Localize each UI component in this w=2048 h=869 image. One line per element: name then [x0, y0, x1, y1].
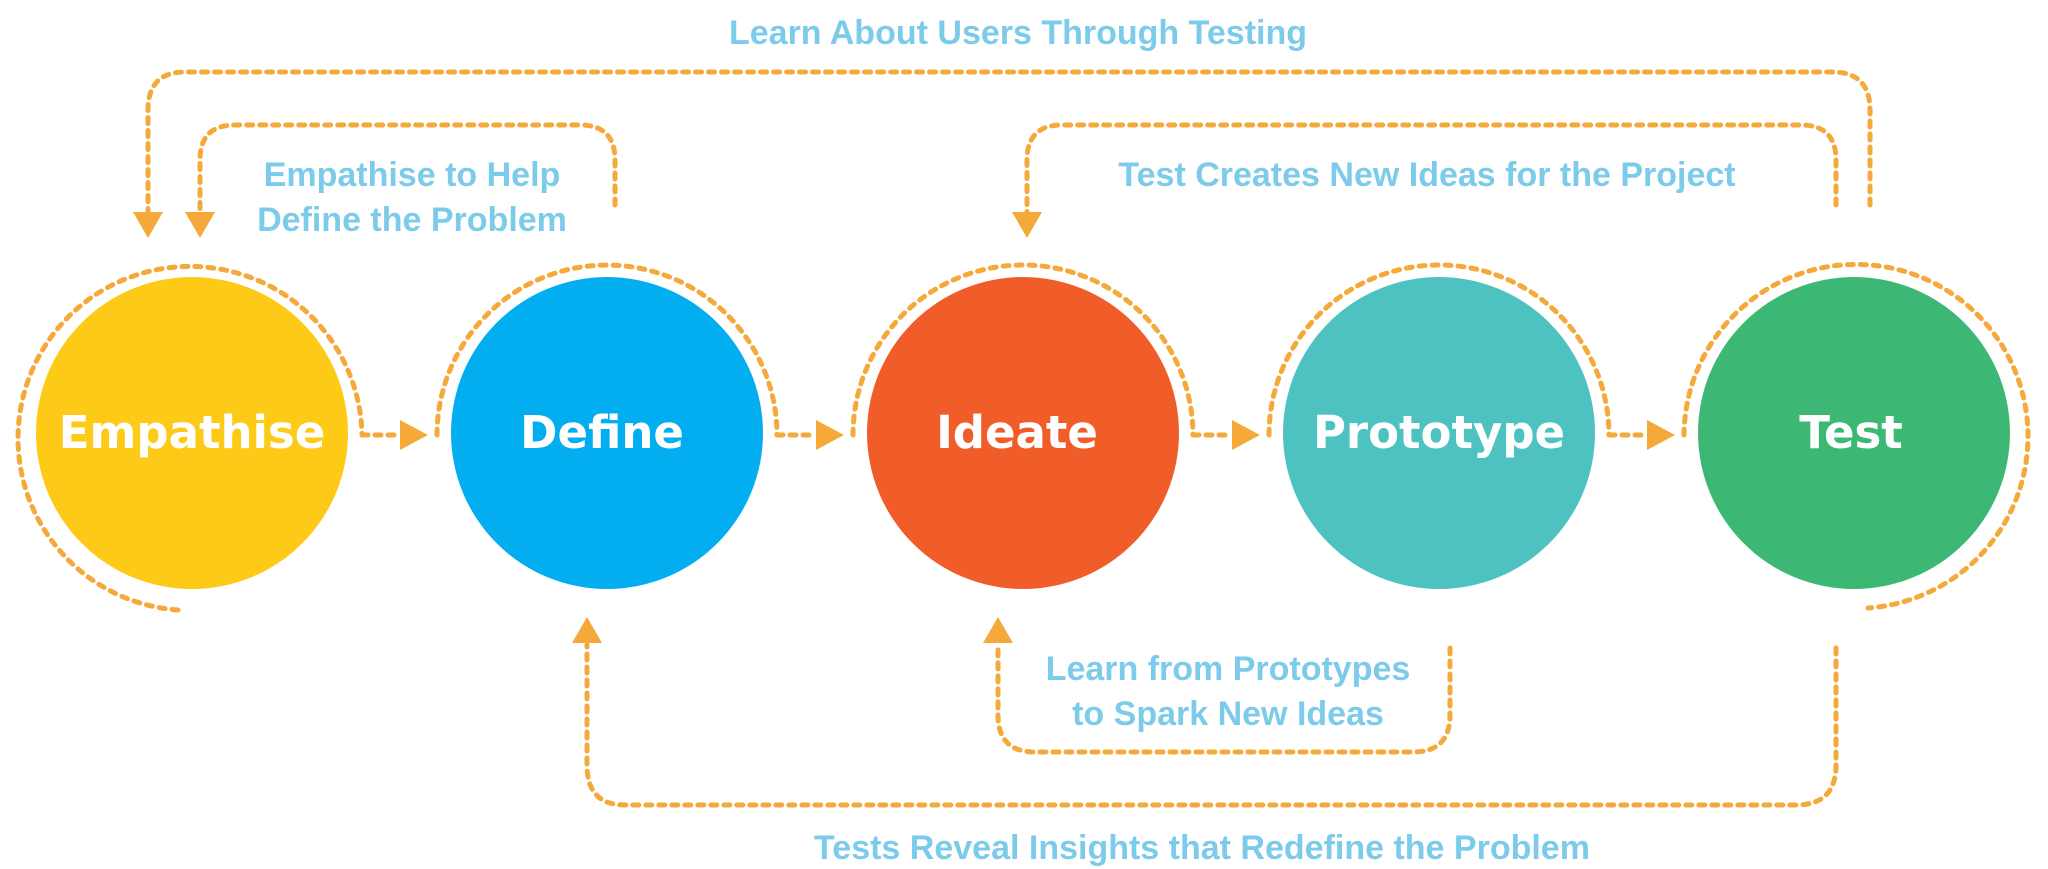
- feedback-loop-tests-reveal: [572, 617, 1839, 808]
- arc-test: [1681, 261, 2031, 611]
- arrow-to-test-icon: [1647, 420, 1675, 450]
- stage-label-empathise: Empathise: [59, 406, 325, 459]
- loop-path-empathise-define: [197, 122, 618, 215]
- label-empathise-define-line1: Empathise to Help: [264, 156, 561, 194]
- label-tests-reveal: Tests Reveal Insights that Redefine the …: [814, 829, 1590, 867]
- stage-circle-define: [451, 277, 763, 589]
- stage-test: Test: [1698, 277, 2010, 589]
- arc-prototype: [1266, 262, 1612, 438]
- forward-connectors: [359, 420, 1675, 450]
- arrow-to-empathise-inner-icon: [185, 212, 215, 238]
- arc-empathise: [15, 264, 365, 613]
- loop-path-learn-prototypes: [995, 642, 1453, 755]
- label-empathise-define-line2: Define the Problem: [257, 201, 567, 239]
- stage-prototype: Prototype: [1283, 277, 1595, 589]
- stage-circle-prototype: [1283, 277, 1595, 589]
- stage-label-define: Define: [520, 406, 684, 459]
- arrow-to-define-from-test-icon: [572, 617, 602, 643]
- arrow-to-define-icon: [400, 420, 428, 450]
- arrow-to-ideate-from-prototype-icon: [983, 617, 1013, 643]
- label-test-creates-ideas: Test Creates New Ideas for the Project: [1118, 156, 1735, 194]
- arrow-to-empathise-icon: [133, 212, 163, 238]
- stage-circle-ideate: [867, 277, 1179, 589]
- stage-define: Define: [451, 277, 763, 589]
- stage-circle-empathise: [36, 277, 348, 589]
- stage-label-prototype: Prototype: [1313, 406, 1565, 459]
- stage-circle-test: [1698, 277, 2010, 589]
- label-learn-prototypes-line1: Learn from Prototypes: [1046, 650, 1411, 688]
- loop-path-learn-about-users: [145, 69, 1873, 215]
- feedback-loop-test-creates-ideas: [1012, 122, 1839, 238]
- label-learn-about-users: Learn About Users Through Testing: [729, 14, 1307, 52]
- feedback-loop-empathise-define: [185, 122, 618, 238]
- stage-ideate: Ideate: [867, 277, 1179, 589]
- feedback-loop-learn-prototypes: [983, 617, 1453, 755]
- arrow-to-ideate-from-test-icon: [1012, 212, 1042, 238]
- dotted-arcs: [15, 261, 2031, 613]
- stage-empathise: Empathise: [36, 277, 348, 589]
- arc-ideate: [850, 262, 1196, 438]
- stage-label-test: Test: [1799, 406, 1903, 459]
- arrow-to-prototype-icon: [1232, 420, 1260, 450]
- arc-define: [434, 262, 780, 438]
- arrow-to-ideate-icon: [816, 420, 844, 450]
- loop-path-tests-reveal: [584, 642, 1839, 808]
- loop-path-test-creates-ideas: [1024, 122, 1839, 215]
- label-learn-prototypes-line2: to Spark New Ideas: [1072, 695, 1384, 733]
- feedback-loop-learn-about-users: [133, 69, 1873, 238]
- stage-label-ideate: Ideate: [936, 406, 1098, 459]
